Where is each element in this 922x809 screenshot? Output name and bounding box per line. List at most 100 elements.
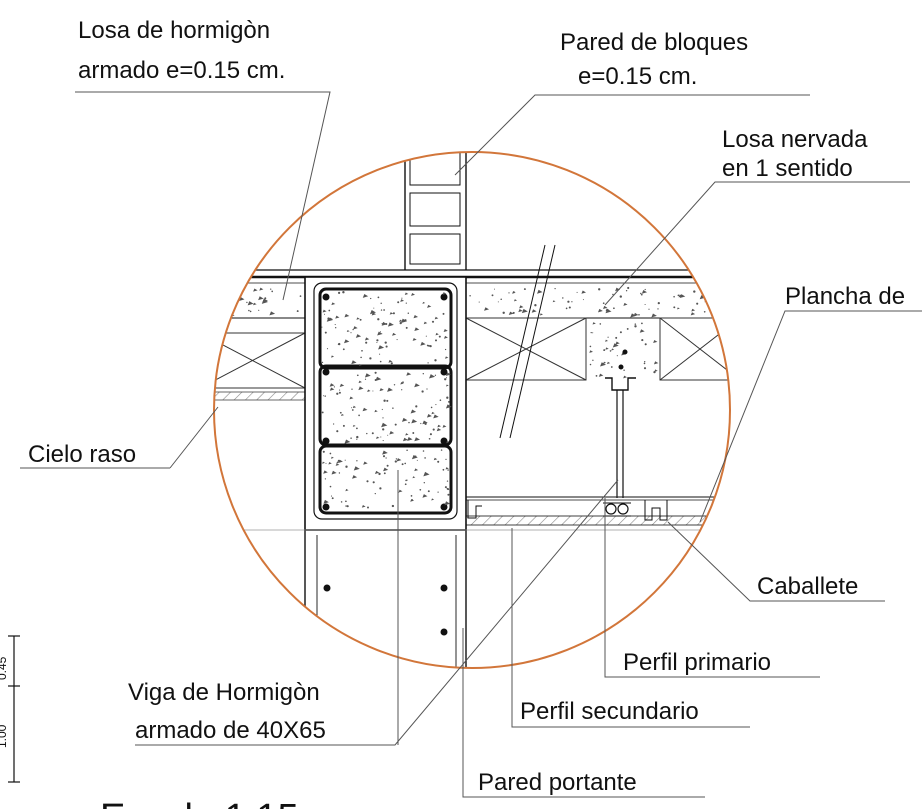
label-losa-nervada-line1: Losa nervada (722, 126, 868, 153)
concrete-dot (615, 336, 618, 339)
concrete-dot (423, 482, 425, 484)
concrete-dot (523, 288, 526, 291)
concrete-dot (360, 356, 362, 359)
concrete-aggregate (331, 470, 337, 475)
concrete-aggregate (338, 459, 343, 463)
concrete-dot (339, 389, 341, 391)
concrete-dot (379, 360, 382, 363)
concrete-aggregate (343, 339, 350, 344)
concrete-dot (338, 391, 341, 394)
concrete-dot (382, 440, 384, 442)
concrete-dot (426, 388, 428, 390)
concrete-dot (416, 459, 418, 461)
concrete-dot (627, 286, 630, 290)
concrete-dot (513, 291, 515, 293)
concrete-aggregate (600, 362, 607, 367)
concrete-dot (634, 323, 637, 325)
concrete-dot (345, 465, 348, 468)
concrete-aggregate (374, 470, 380, 474)
concrete-aggregate (611, 348, 615, 351)
concrete-dot (385, 457, 387, 459)
concrete-dot (643, 367, 647, 370)
concrete-dot (589, 363, 592, 366)
concrete-dot (673, 306, 676, 309)
concrete-aggregate (361, 504, 366, 508)
concrete-aggregate (326, 317, 333, 322)
concrete-aggregate (427, 304, 432, 308)
concrete-aggregate (445, 404, 452, 409)
concrete-dot (382, 455, 386, 458)
concrete-aggregate (358, 380, 362, 384)
concrete-aggregate (410, 498, 415, 502)
concrete-dot (371, 432, 374, 435)
concrete-dot (332, 423, 335, 425)
concrete-dot (437, 460, 440, 463)
concrete-dot (626, 327, 629, 330)
concrete-dot (379, 487, 382, 490)
concrete-aggregate (369, 309, 376, 315)
concrete-aggregate (351, 360, 357, 365)
concrete-aggregate (641, 290, 648, 294)
concrete-dot (384, 341, 387, 344)
concrete-dot (321, 361, 324, 364)
concrete-aggregate (362, 407, 368, 412)
concrete-aggregate (329, 387, 335, 391)
concrete-dot (643, 362, 646, 365)
concrete-aggregate (367, 389, 371, 392)
concrete-aggregate (402, 437, 408, 442)
concrete-aggregate (592, 322, 596, 325)
concrete-dot (350, 332, 352, 334)
concrete-dot (218, 292, 220, 294)
concrete-dot (329, 452, 332, 455)
concrete-dot (321, 326, 323, 328)
concrete-aggregate (414, 327, 420, 332)
concrete-texture (216, 286, 730, 509)
concrete-dot (673, 295, 675, 298)
concrete-dot (634, 325, 637, 328)
concrete-dot (590, 331, 592, 334)
concrete-dot (534, 304, 537, 307)
concrete-dot (401, 297, 403, 299)
concrete-dot (422, 373, 424, 375)
concrete-aggregate (598, 373, 604, 377)
concrete-dot (429, 433, 432, 436)
concrete-dot (366, 480, 369, 483)
concrete-dot (338, 342, 341, 346)
concrete-dot (394, 460, 397, 463)
concrete-dot (432, 428, 435, 431)
concrete-dot (402, 319, 404, 322)
concrete-dot (322, 395, 325, 397)
concrete-dot (405, 302, 407, 304)
concrete-dot (345, 505, 347, 507)
concrete-dot (369, 357, 372, 360)
concrete-dot (334, 324, 336, 326)
concrete-aggregate (353, 466, 360, 471)
concrete-dot (326, 348, 329, 350)
detail-circle (213, 151, 731, 669)
concrete-dot (714, 310, 717, 313)
concrete-dot (356, 460, 358, 462)
concrete-dot (386, 399, 389, 402)
concrete-dot (434, 374, 437, 376)
concrete-aggregate (375, 436, 380, 439)
concrete-dot (424, 457, 426, 459)
concrete-aggregate (345, 488, 349, 492)
concrete-dot (230, 293, 232, 295)
concrete-dot (568, 306, 571, 309)
concrete-aggregate (445, 384, 449, 387)
concrete-dot (592, 332, 594, 334)
concrete-dot (258, 309, 260, 311)
concrete-dot (221, 287, 224, 290)
concrete-dot (324, 331, 327, 334)
concrete-aggregate (358, 386, 364, 391)
concrete-dot (381, 408, 383, 411)
concrete-dot (324, 395, 326, 397)
concrete-aggregate (400, 381, 404, 385)
concrete-aggregate (364, 337, 370, 341)
concrete-aggregate (443, 335, 448, 339)
concrete-dot (379, 331, 381, 333)
concrete-dot (342, 291, 345, 294)
concrete-dot (442, 312, 445, 315)
concrete-dot (500, 298, 502, 301)
concrete-aggregate (336, 461, 340, 464)
